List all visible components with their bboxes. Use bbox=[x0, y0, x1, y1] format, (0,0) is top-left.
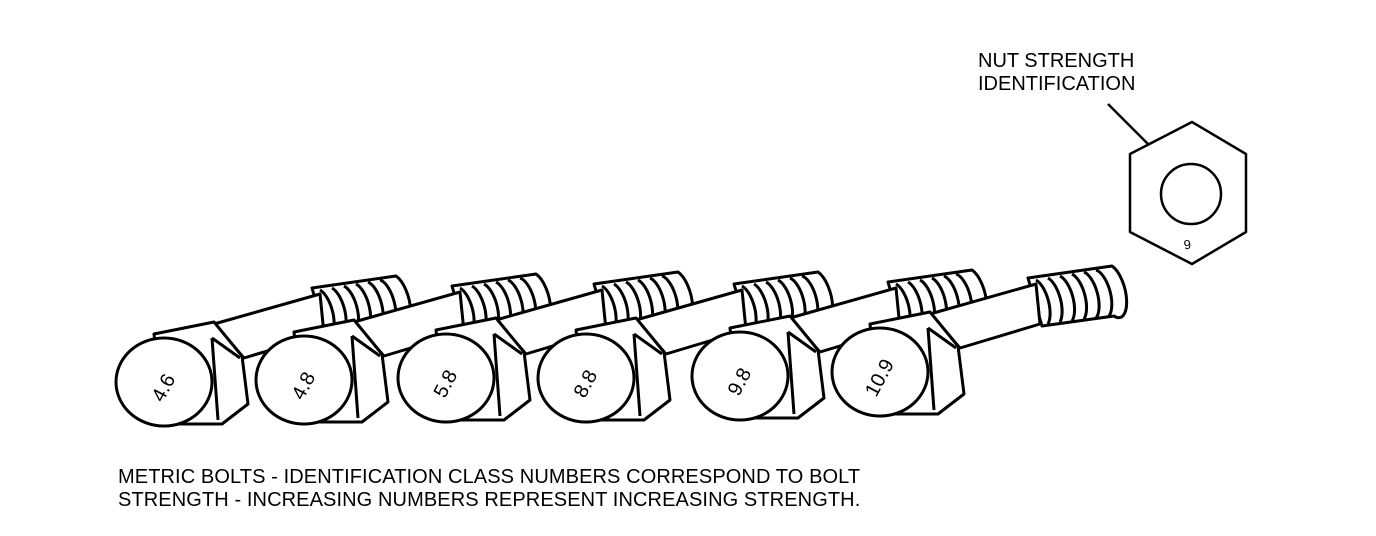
bolt-2: 4.8 bbox=[254, 272, 553, 426]
nut-hole bbox=[1159, 162, 1223, 226]
bolt-4: 8.8 bbox=[536, 270, 835, 424]
nut-label-line-1: NUT STRENGTH bbox=[978, 50, 1135, 72]
nut-drawing: 9 bbox=[1107, 103, 1248, 266]
caption-line-1: METRIC BOLTS - IDENTIFICATION CLASS NUMB… bbox=[118, 466, 861, 488]
figure-caption: METRIC BOLTS - IDENTIFICATION CLASS NUMB… bbox=[118, 466, 1318, 512]
nut-strength-mark: 9 bbox=[1183, 237, 1192, 253]
bolt-6: 10.9 bbox=[830, 264, 1129, 418]
nut-label-line-2: IDENTIFICATION bbox=[978, 73, 1136, 95]
bolt-1: 4.6 bbox=[114, 274, 413, 428]
nut-leader-line bbox=[1107, 103, 1151, 147]
caption-line-2: STRENGTH - INCREASING NUMBERS REPRESENT … bbox=[118, 489, 861, 511]
bolt-5: 9.8 bbox=[690, 268, 989, 422]
bolt-3: 5.8 bbox=[396, 270, 695, 424]
nut-strength-label: NUT STRENGTH IDENTIFICATION bbox=[978, 50, 1135, 96]
